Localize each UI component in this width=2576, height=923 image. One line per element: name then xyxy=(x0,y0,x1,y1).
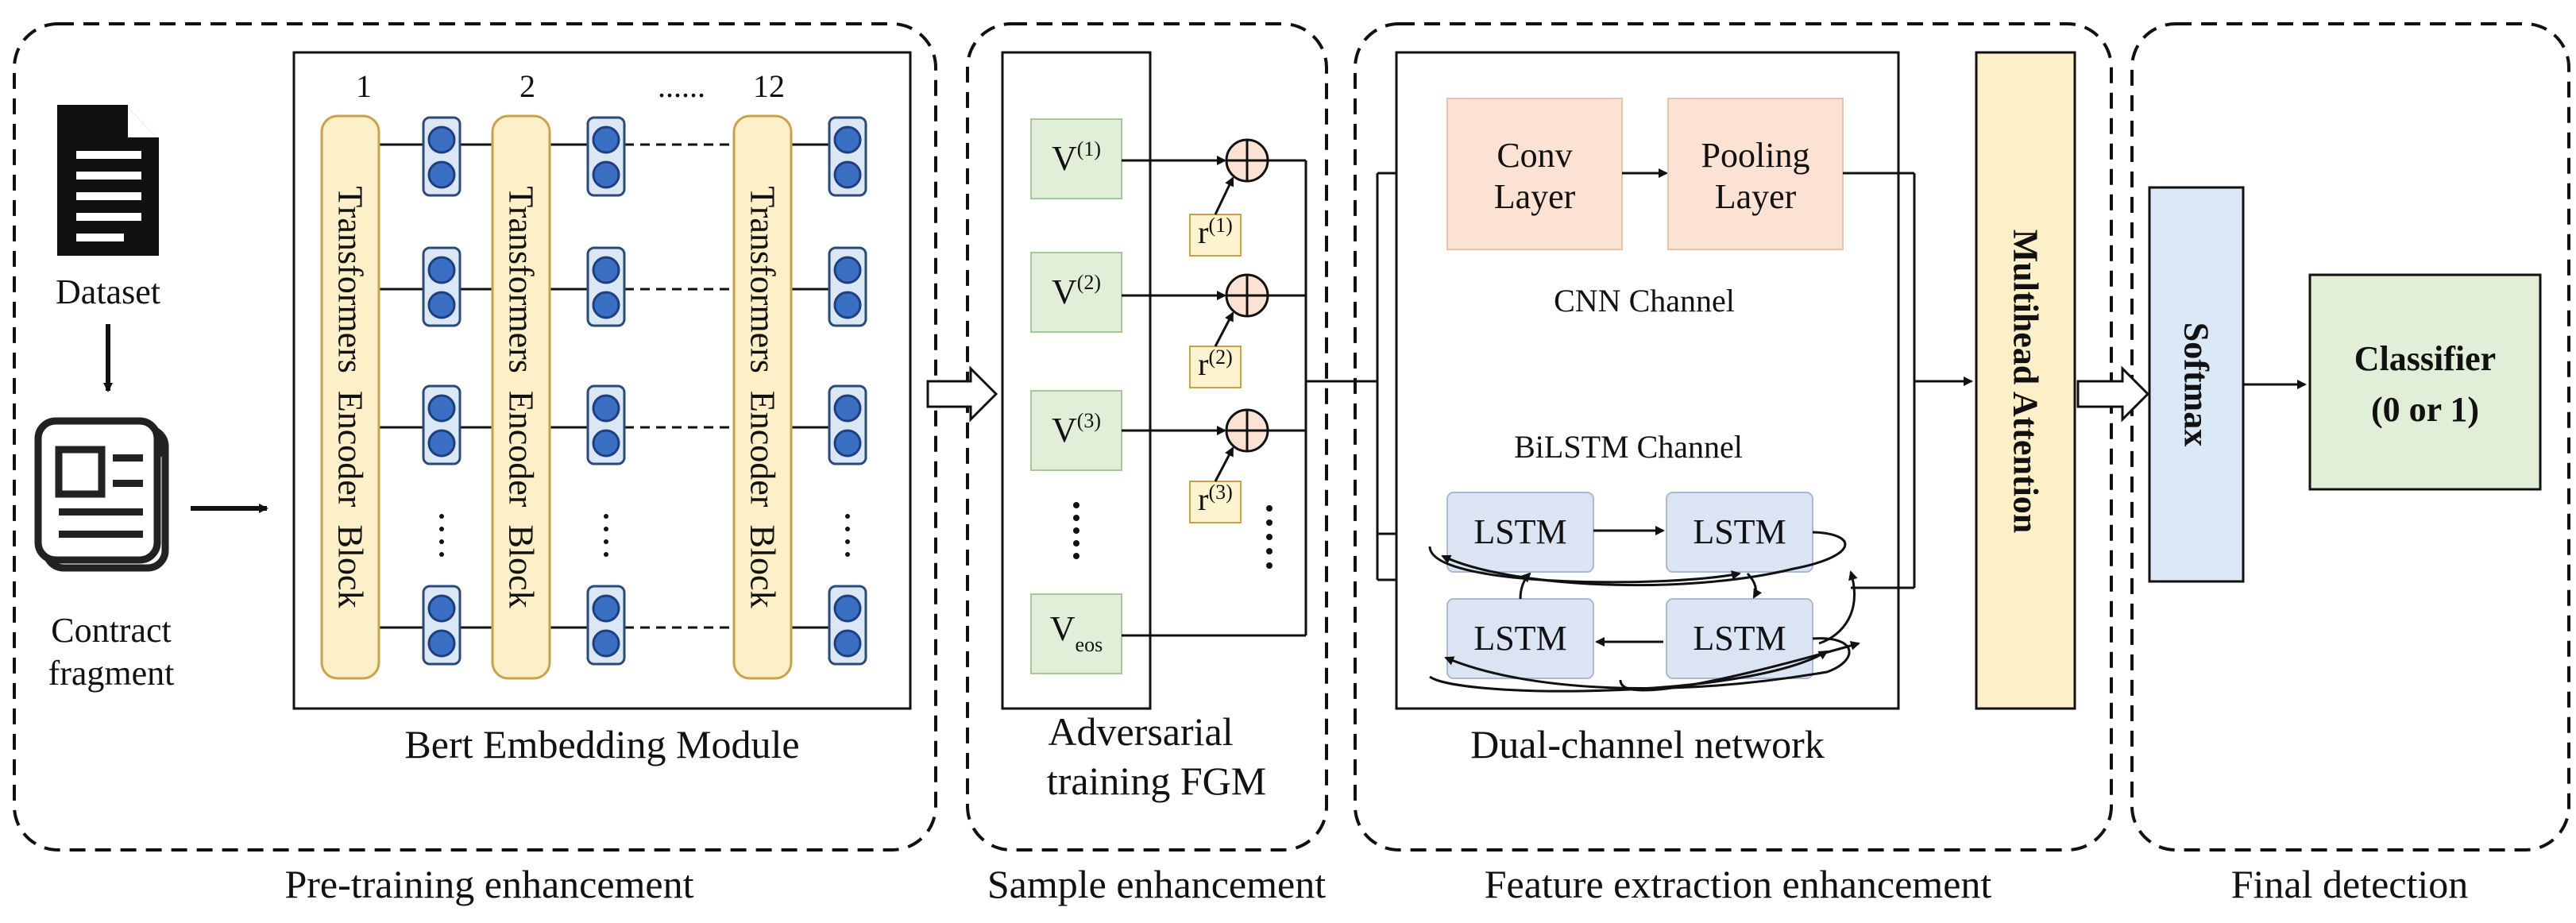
bilstm-channel-label: BiLSTM Channel xyxy=(1514,429,1743,465)
layer-number-12: 12 xyxy=(753,68,785,104)
multihead-attention-label: Multihead Attention xyxy=(2006,230,2045,534)
classifier-box xyxy=(2308,273,2542,491)
lstm-top-left-label: LSTM xyxy=(1473,512,1566,551)
lstm-top-right-label: LSTM xyxy=(1693,512,1786,551)
final-section-frame xyxy=(2130,22,2570,852)
conv-layer-box xyxy=(1446,98,1623,250)
lstm-top-left xyxy=(1446,492,1594,573)
veos-box xyxy=(1030,593,1122,674)
fgm-vertical-ellipsis xyxy=(1073,502,1079,559)
veos-label: Veos xyxy=(1050,609,1103,656)
transformer-block-12 xyxy=(732,114,793,680)
section-label-final: Final detection xyxy=(2231,862,2469,906)
layer-number-1: 1 xyxy=(356,68,372,104)
r1-arrow xyxy=(1214,176,1234,215)
lstm-connections xyxy=(1428,526,1860,693)
r-vertical-ellipsis xyxy=(1266,505,1273,569)
bert-vertical-ellipsis xyxy=(439,514,850,557)
transformer-block-1-label: Transformers Encoder Block xyxy=(331,186,370,608)
classifier-label-line2: (0 or 1) xyxy=(2371,390,2479,429)
r2-label: r(2) xyxy=(1198,346,1233,382)
section-label-pretraining: Pre-training enhancement xyxy=(284,862,693,906)
layer-number-2: 2 xyxy=(519,68,535,104)
contract-label-line1: Contract xyxy=(51,611,172,650)
hollow-arrow-pretraining-to-sample xyxy=(926,365,998,423)
lstm-bottom-left-label: LSTM xyxy=(1473,619,1566,658)
lstm-bottom-right-label: LSTM xyxy=(1693,619,1786,658)
sample-section-frame xyxy=(966,22,1328,852)
v2-box xyxy=(1030,252,1122,333)
adder-2 xyxy=(1225,273,1269,318)
section-label-feature: Feature extraction enhancement xyxy=(1485,862,1992,906)
adder-1 xyxy=(1225,138,1269,183)
v1-box xyxy=(1030,118,1122,199)
contract-label-line2: fragment xyxy=(48,654,175,693)
v3-box xyxy=(1030,390,1122,471)
v3-label: V(3) xyxy=(1052,409,1101,450)
r3-label: r(3) xyxy=(1198,481,1233,517)
cnn-channel-label: CNN Channel xyxy=(1554,283,1735,319)
classifier-label-line1: Classifier xyxy=(2354,339,2496,378)
feature-section-frame xyxy=(1354,22,2113,852)
transformer-block-12-label: Transformers Encoder Block xyxy=(743,186,782,608)
token-capsules xyxy=(422,116,867,666)
multihead-attention-box xyxy=(1975,51,2076,710)
r1-box xyxy=(1189,214,1242,257)
softmax-label: Softmax xyxy=(2177,322,2216,446)
conv-layer-label-line2: Layer xyxy=(1494,177,1576,216)
conv-layer-label-line1: Conv xyxy=(1497,136,1572,175)
v2-label: V(2) xyxy=(1052,271,1101,311)
bert-caption: Bert Embedding Module xyxy=(404,722,799,767)
r2-box xyxy=(1189,346,1242,388)
pooling-layer-label-line1: Pooling xyxy=(1701,136,1810,175)
layer-number-ellipsis: ...... xyxy=(658,68,705,104)
r1-label: r(1) xyxy=(1198,214,1233,250)
transformer-block-2 xyxy=(491,114,551,680)
section-label-sample: Sample enhancement xyxy=(987,862,1326,906)
transformer-block-1 xyxy=(320,114,380,680)
fgm-caption-line2: training FGM xyxy=(1047,759,1266,803)
fgm-caption-line1: Adversarial xyxy=(1048,709,1233,754)
contract-icon xyxy=(34,417,169,572)
transformer-block-2-label: Transformers Encoder Block xyxy=(502,186,541,608)
r2-arrow xyxy=(1214,311,1234,347)
pretraining-section-frame xyxy=(13,22,937,852)
fgm-output-lines xyxy=(1122,159,1379,637)
adder-3 xyxy=(1225,408,1269,453)
hollow-arrow-feature-to-final xyxy=(2076,365,2150,423)
pooling-layer-box xyxy=(1667,98,1844,250)
softmax-box xyxy=(2148,186,2245,583)
dual-channel-caption: Dual-channel network xyxy=(1470,722,1825,767)
r3-arrow xyxy=(1214,446,1234,482)
v1-label: V(1) xyxy=(1052,137,1101,178)
dataset-label: Dataset xyxy=(56,272,160,311)
document-icon xyxy=(57,105,159,256)
pooling-layer-label-line2: Layer xyxy=(1715,177,1797,216)
